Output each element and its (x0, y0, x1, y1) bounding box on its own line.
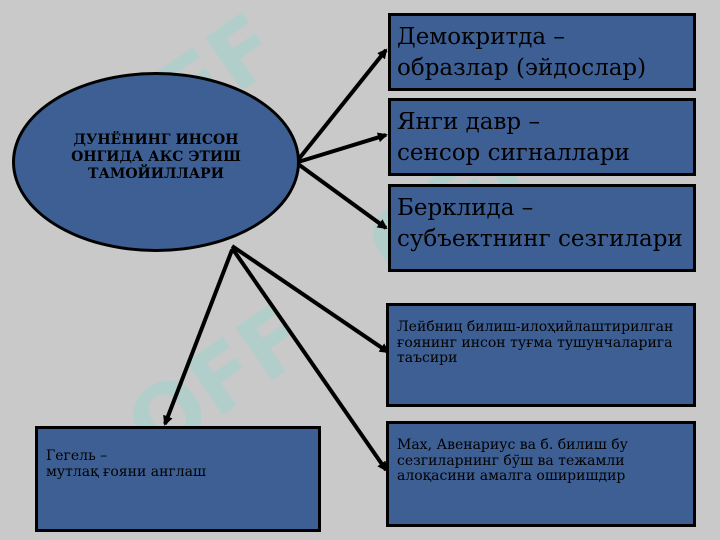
berkeley-text: Берклида – субъектнинг сезгилари (391, 187, 693, 255)
democritus-box: Демокритда – образлар (эйдослар) (388, 13, 696, 91)
hegel-line-2: мутлақ ғояни англаш (46, 463, 207, 480)
new-era-line-1: Янги давр – (397, 109, 540, 135)
arrow-to-new-era (297, 132, 388, 164)
central-concept-ellipse: ДУНЁНИНГ ИНСОН ОНГИДА АКС ЭТИШ ТАМОЙИЛЛА… (12, 72, 300, 252)
hegel-line-1: Гегель – (46, 448, 108, 464)
new-era-line-2: сенсор сигналлари (397, 140, 630, 166)
arrow-to-mach (230, 246, 388, 472)
arrow-to-berkeley (296, 162, 388, 230)
new-era-text: Янги давр – сенсор сигналлари (391, 101, 693, 169)
berkeley-box: Берклида – субъектнинг сезгилари (388, 184, 696, 272)
mach-avenarius-text: Мах, Авенариус ва б. билиш бу сезгиларни… (397, 437, 628, 484)
arrow-to-democritus (296, 48, 388, 162)
democritus-line-1: Демокритда – (397, 24, 565, 50)
arrow-to-hegel (163, 249, 234, 426)
hegel-box: Гегель – мутлақ ғояни англаш (35, 426, 321, 532)
central-concept-label: ДУНЁНИНГ ИНСОН ОНГИДА АКС ЭТИШ ТАМОЙИЛЛА… (71, 131, 241, 182)
hegel-text: Гегель – мутлақ ғояни англаш (38, 429, 318, 480)
new-era-box: Янги давр – сенсор сигналлари (388, 98, 696, 176)
leibniz-box: Лейбниц билиш-илоҳийлаштирилган ғоянинг … (386, 303, 696, 407)
berkeley-line-2: субъектнинг сезгилари (397, 226, 683, 252)
arrow-to-leibniz (230, 244, 390, 354)
leibniz-text: Лейбниц билиш-илоҳийлаштирилган ғоянинг … (397, 319, 674, 366)
democritus-line-2: образлар (эйдослар) (397, 55, 647, 81)
berkeley-line-1: Берклида – (397, 195, 534, 221)
mach-avenarius-box: Мах, Авенариус ва б. билиш бу сезгиларни… (386, 421, 696, 527)
democritus-text: Демокритда – образлар (эйдослар) (391, 16, 693, 84)
